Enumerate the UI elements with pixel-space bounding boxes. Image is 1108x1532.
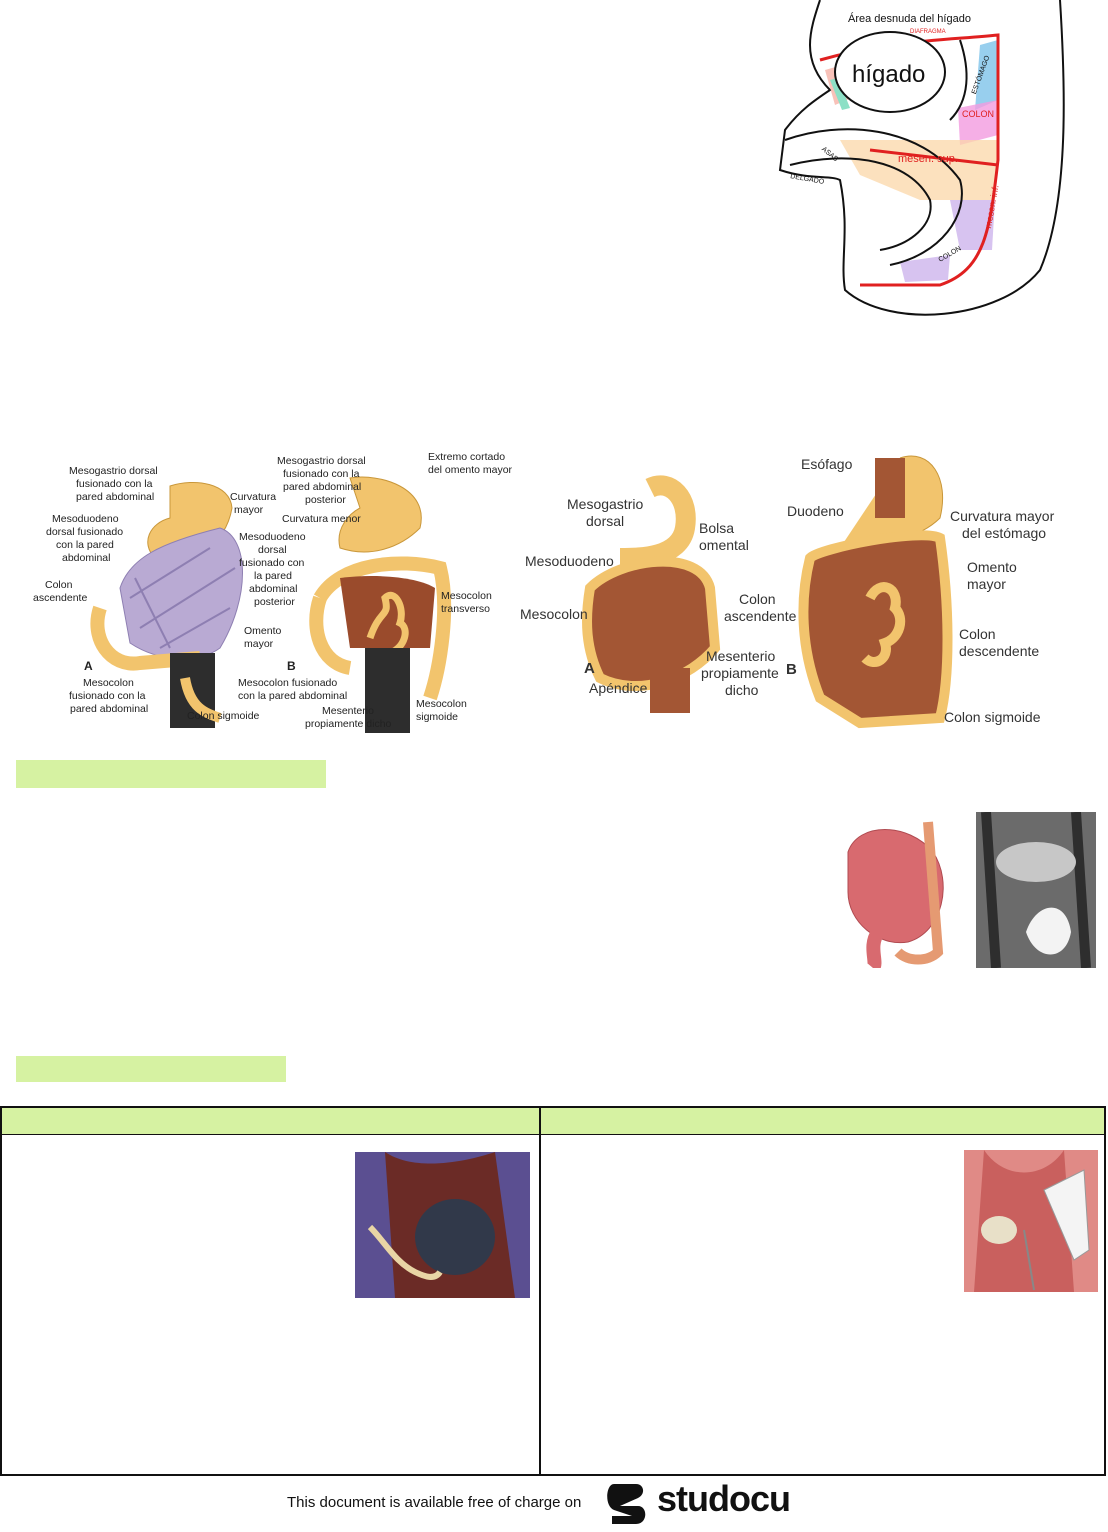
mesocolon-a-right [582, 556, 721, 691]
xray-body-sides [981, 811, 1091, 969]
studocu-logo-mark [607, 1484, 646, 1524]
table-column-divider [539, 1108, 541, 1474]
colon-b-left [309, 595, 352, 675]
photo-left-cell [355, 1152, 530, 1298]
label-area: Área desnuda del hígado [848, 12, 971, 25]
omentum-lace [129, 547, 236, 649]
sigmoid-a [180, 676, 222, 723]
label-colon-sig: Colon sigmoide [187, 710, 260, 722]
stripe-blue [975, 40, 998, 110]
studocu-wordmark[interactable]: studocu [657, 1478, 791, 1519]
label-a: A [84, 659, 93, 673]
photo-left-cord [367, 1224, 443, 1280]
label-colon-sig-r: Colon sigmoide [944, 709, 1041, 725]
photo-right-drawing [964, 1150, 1098, 1292]
studocu-logo-icon[interactable] [602, 1480, 650, 1528]
section-heading-highlight-1 [16, 760, 326, 788]
label-colon: COLON [962, 109, 994, 119]
liver-shape [834, 31, 946, 113]
posterior-a-right [650, 668, 690, 713]
label-mesoduodeno-r: Mesoduodeno [525, 553, 614, 569]
label-duodeno-r: Duodeno [787, 503, 844, 519]
illustration-volvulus [838, 812, 960, 973]
label-mesen-sup: mesen. sup. [898, 153, 958, 165]
colon-a [90, 605, 201, 671]
label-asas: ASAS [820, 146, 839, 164]
mesentery-b-right [798, 530, 953, 729]
intestine-loop [784, 128, 963, 266]
stripe-teal [830, 78, 850, 110]
photo-left-sac [415, 1199, 495, 1275]
section-heading-highlight-2 [16, 1056, 286, 1082]
xray-drawing [976, 811, 1096, 969]
table-header-row [2, 1108, 1104, 1135]
xray-bright-top [996, 842, 1076, 882]
photo-right-cell [964, 1150, 1098, 1292]
small-intestine-b [366, 592, 409, 657]
photo-right-wire [1023, 1229, 1035, 1291]
comparison-table [0, 1106, 1106, 1476]
label-colon-bottom: COLON [938, 245, 963, 264]
label-esofago-r: Esófago [801, 456, 853, 472]
posterior-wall-b [365, 648, 410, 733]
label-a-r: A [584, 660, 595, 677]
label-apendice-r: Apéndice [589, 680, 648, 696]
label-b: B [287, 659, 296, 673]
label-higado: hígado [852, 61, 925, 88]
stripe-pink [958, 100, 998, 145]
stripe-orange [840, 140, 998, 200]
stomach-b [338, 476, 422, 553]
stomach-a-right [619, 475, 696, 568]
photo-right-organ [981, 1216, 1017, 1244]
xray-contrast [1026, 907, 1071, 955]
xray-image [976, 811, 1096, 969]
abdomen-sketch: Área desnuda del hígado DIAFRAGMA hígado… [778, 0, 1065, 316]
volvulus-drawing [847, 821, 944, 973]
photo-right-clamp [1043, 1169, 1090, 1261]
intestine-loop-inner [789, 157, 932, 251]
stripe-purple-bottom [900, 255, 950, 282]
label-curv-menor: Curvatura menor [282, 513, 361, 525]
mesentery-sup-line [869, 148, 999, 167]
stomach-curve [949, 39, 968, 121]
body-outline [778, 0, 1065, 316]
label-delgado: DELGADO [790, 173, 825, 186]
photo-left-drawing [355, 1152, 530, 1298]
label-diafragma: DIAFRAGMA [910, 29, 946, 35]
colon-segment [894, 821, 944, 965]
small-intestine-b-right [861, 582, 906, 667]
intestine-mass [847, 829, 944, 944]
photo-right-body [974, 1150, 1074, 1292]
colon-b-frame [313, 556, 452, 701]
footer-text: This document is available free of charg… [287, 1494, 582, 1511]
intestine-tail [866, 928, 885, 973]
esophagus-b [875, 458, 905, 518]
label-mesocolon-r: Mesocolon [520, 606, 588, 622]
label-b-r: B [786, 661, 797, 678]
